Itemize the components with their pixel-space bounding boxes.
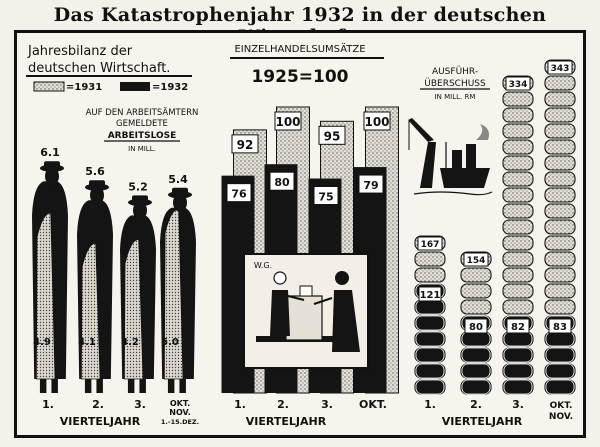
panel3-group-label: VIERTELJAHR — [442, 415, 523, 428]
panel1-title-line2: GEMELDETE — [116, 119, 168, 129]
panel2-cat-4: OKT. — [359, 398, 387, 411]
cargo-ship-crane-icon — [408, 118, 493, 196]
panel1-cat-2: 2. — [92, 398, 104, 411]
value-1931-cat3: 4.2 — [121, 337, 139, 348]
panel1-title-line1: AUF DEN ARBEITSÄMTERN — [86, 107, 199, 118]
value-1931-cat4: 343 — [551, 64, 570, 74]
value-1931-cat4: 5.0 — [161, 337, 179, 348]
bar-1932-cat4 — [545, 315, 575, 395]
panel-ausfuhr-titles: AUSFÜHR- ÜBERSCHUSS IN MILL. RM — [420, 66, 490, 101]
shop-counter-scene-icon: W.G. — [243, 253, 369, 369]
panel2-category-axis: 1. 2. 3. OKT. VIERTELJAHR — [234, 398, 387, 428]
panel1-category-axis: 1. 2. 3. OKT. NOV. 1.-15.DEZ. VIERTELJAH… — [42, 398, 199, 428]
unemployed-figure-1 — [32, 161, 68, 393]
value-1931-cat1: 92 — [237, 138, 254, 152]
panel2-title: EINZELHANDELSUMSÄTZE — [234, 42, 365, 55]
value-1932-cat1: 121 — [420, 290, 441, 301]
panel3-title-line1: AUSFÜHR- — [432, 66, 478, 77]
panel1-unit: IN MILL. — [128, 145, 156, 153]
value-1932-cat2: 5.6 — [85, 165, 105, 178]
panel3-category-axis: 1. 2. 3. OKT. NOV. VIERTELJAHR — [424, 398, 573, 428]
panel3-title-line2: ÜBERSCHUSS — [424, 78, 486, 89]
panel1-group-label: VIERTELJAHR — [60, 415, 141, 428]
legend-label-1931: =1931 — [66, 82, 102, 93]
panel-arbeitslose-titles: AUF DEN ARBEITSÄMTERN GEMELDETE ARBEITSL… — [86, 107, 199, 153]
value-1932-cat4: 83 — [553, 322, 567, 333]
value-1931-cat1: 167 — [421, 240, 440, 250]
panel3-cat-4-line1: OKT. — [550, 401, 573, 411]
bar-1931-cat2 — [80, 242, 101, 380]
bar-1931-cat3 — [123, 238, 144, 380]
panel-einzelhandel: 92 76 100 80 95 75 100 79W.G. — [221, 106, 399, 394]
value-1932-cat3: 82 — [511, 322, 525, 333]
legend-heading-line2: deutschen Wirtschaft. — [28, 61, 170, 76]
panel3-cat-3: 3. — [512, 398, 524, 411]
panel3-unit: IN MILL. RM — [435, 93, 476, 101]
panel2-cat-2: 2. — [277, 398, 289, 411]
bar-1931-cat1 — [35, 212, 56, 380]
panel3-cat-2: 2. — [470, 398, 482, 411]
panel2-cat-1: 1. — [234, 398, 246, 411]
legend: Jahresbilanz der deutschen Wirtschaft. =… — [26, 44, 192, 93]
panel1-cat-4-line3: 1.-15.DEZ. — [161, 418, 199, 426]
inset-label: W.G. — [254, 261, 272, 270]
unemployed-figure-2 — [77, 180, 113, 393]
value-1931-cat3: 95 — [324, 129, 341, 143]
panel1-cat-3: 3. — [134, 398, 146, 411]
panel-arbeitslose: 6.1 4.9 5.6 4.1 5.2 4.2 5.4 5.0 — [32, 146, 196, 393]
panel1-cat-4-line1: OKT. — [170, 399, 190, 408]
legend-swatch-1931 — [33, 81, 65, 92]
value-1932-cat1: 76 — [231, 188, 247, 201]
panel3-cat-4-line2: NOV. — [549, 412, 573, 422]
value-1932-cat2: 80 — [469, 322, 483, 333]
panel2-cat-3: 3. — [321, 398, 333, 411]
panel3-cat-1: 1. — [424, 398, 436, 411]
value-1932-cat4: 79 — [363, 179, 378, 192]
value-1931-cat2: 4.1 — [78, 337, 96, 348]
legend-swatch-1932 — [120, 82, 150, 91]
panel1-title-line3: ARBEITSLOSE — [108, 131, 177, 141]
panel-ausfuhr: 167 121 154 80 334 82 343 83 — [414, 59, 576, 395]
legend-label-1932: =1932 — [152, 82, 188, 93]
panel1-cat-1: 1. — [42, 398, 54, 411]
value-1931-cat2: 100 — [275, 115, 300, 129]
value-1931-cat1: 4.9 — [33, 337, 51, 348]
panel2-group-label: VIERTELJAHR — [246, 415, 327, 428]
unemployed-figure-3 — [120, 195, 156, 393]
value-1931-cat2: 154 — [467, 256, 486, 266]
value-1932-cat2: 80 — [274, 176, 290, 189]
panel2-base: 1925=100 — [251, 67, 348, 87]
value-1932-cat3: 5.2 — [128, 180, 148, 193]
value-1932-cat3: 75 — [318, 191, 333, 204]
value-1931-cat3: 334 — [509, 80, 528, 90]
panel1-cat-4-line2: NOV. — [169, 408, 190, 417]
value-1932-cat4: 5.4 — [168, 173, 188, 186]
legend-heading-line1: Jahresbilanz der — [27, 44, 133, 59]
value-1931-cat4: 100 — [364, 115, 389, 129]
value-1932-cat1: 6.1 — [40, 146, 60, 159]
unemployed-figure-4 — [160, 187, 196, 393]
panel-einzelhandel-titles: EINZELHANDELSUMSÄTZE 1925=100 — [230, 42, 384, 87]
